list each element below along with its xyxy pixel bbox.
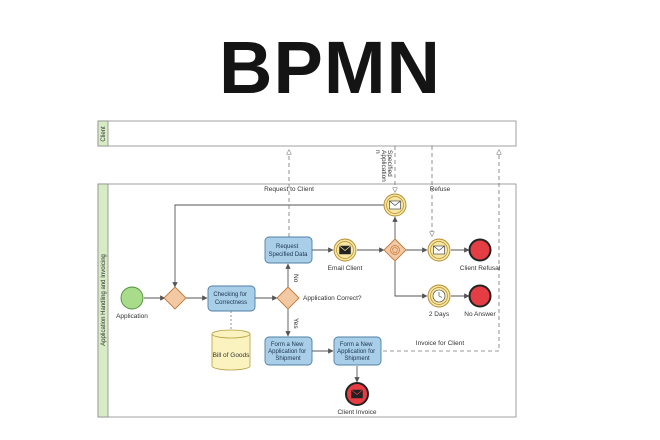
envelope-icon xyxy=(389,200,401,210)
flow-label-application: Application xyxy=(380,150,387,182)
flow-label-refuse: Refuse xyxy=(430,186,451,193)
task-form2-line-3: Shipment xyxy=(344,356,370,362)
event-timer-2-days xyxy=(427,284,451,308)
svg-text:Form a New Application f: Form a New Application for Shipment xyxy=(337,342,377,362)
end-event-no-answer xyxy=(468,284,492,308)
envelope-filled-icon xyxy=(339,245,351,255)
gateway-event-based xyxy=(383,238,407,262)
task-request-line-2: Specified Data xyxy=(268,252,308,258)
end-event-no-answer-label: No Answer xyxy=(464,311,496,318)
flow-label-yes: Yes xyxy=(292,318,299,329)
task-form1-line-3: Shipment xyxy=(275,356,301,362)
start-event-application xyxy=(120,286,144,310)
task-form2-line-1: Form a New xyxy=(340,342,373,348)
end-event-client-refusal xyxy=(468,238,492,262)
sequence-flows xyxy=(144,204,470,383)
end-event-client-invoice-label: Client Invoice xyxy=(337,409,376,416)
svg-text:Form a New Application f: Form a New Application for Shipment xyxy=(268,342,308,362)
data-store-label: Bill of Goods xyxy=(213,352,251,359)
pool-client-label: Client xyxy=(101,126,107,142)
event-timer-label: 2 Days xyxy=(429,311,450,318)
task-request-line-1: Request xyxy=(276,244,299,250)
clock-icon xyxy=(432,289,446,303)
task-form-new-application-2: Form a New Application for Shipment xyxy=(333,336,382,366)
task-checking-correctness: Checking for Correctness xyxy=(207,285,256,312)
gateway-application-correct-label: Application Correct? xyxy=(303,295,362,302)
flow-label-no: No xyxy=(292,274,299,283)
svg-text:Specified Application: Specified Application n xyxy=(374,150,393,184)
flow-label-invoice-for-client: Invoice for Client xyxy=(416,340,465,347)
data-store-bill-of-goods: Bill of Goods xyxy=(211,311,251,371)
task-form1-line-2: Application for xyxy=(268,349,306,355)
task-checking-line-2: Correctness xyxy=(215,300,247,306)
end-event-client-invoice xyxy=(345,382,369,406)
event-receive-refuse xyxy=(427,238,451,262)
envelope-icon xyxy=(433,245,445,255)
pool-client: Client xyxy=(97,120,517,147)
envelope-filled-icon xyxy=(351,389,363,399)
page-title: BPMN xyxy=(219,26,441,109)
message-flows xyxy=(289,146,499,352)
event-receive-specified-application xyxy=(383,193,407,217)
event-email-client xyxy=(333,238,357,262)
gateway-merge xyxy=(163,286,187,310)
flow-label-n: n xyxy=(374,150,381,154)
gateway-application-correct xyxy=(276,286,300,310)
svg-text:Request Specified Data: Request Specified Data xyxy=(268,244,308,258)
start-event-label: Application xyxy=(116,313,148,320)
pool-application-label: Application Handling and Invoicing xyxy=(101,254,107,346)
task-form1-line-1: Form a New xyxy=(271,342,304,348)
task-request-specified-data: Request Specified Data xyxy=(264,236,313,264)
task-checking-line-1: Checking for xyxy=(213,292,247,298)
end-event-client-refusal-label: Client Refusal xyxy=(460,265,501,272)
event-email-client-label: Email Client xyxy=(328,265,363,272)
task-form2-line-2: Application for xyxy=(337,349,375,355)
flow-label-specified: Specified xyxy=(386,150,393,177)
flow-label-request-to-client: Request to Client xyxy=(264,186,314,193)
svg-text:Checking for Correctness: Checking for Correctness xyxy=(213,292,248,306)
task-form-new-application-1: Form a New Application for Shipment xyxy=(264,336,313,366)
